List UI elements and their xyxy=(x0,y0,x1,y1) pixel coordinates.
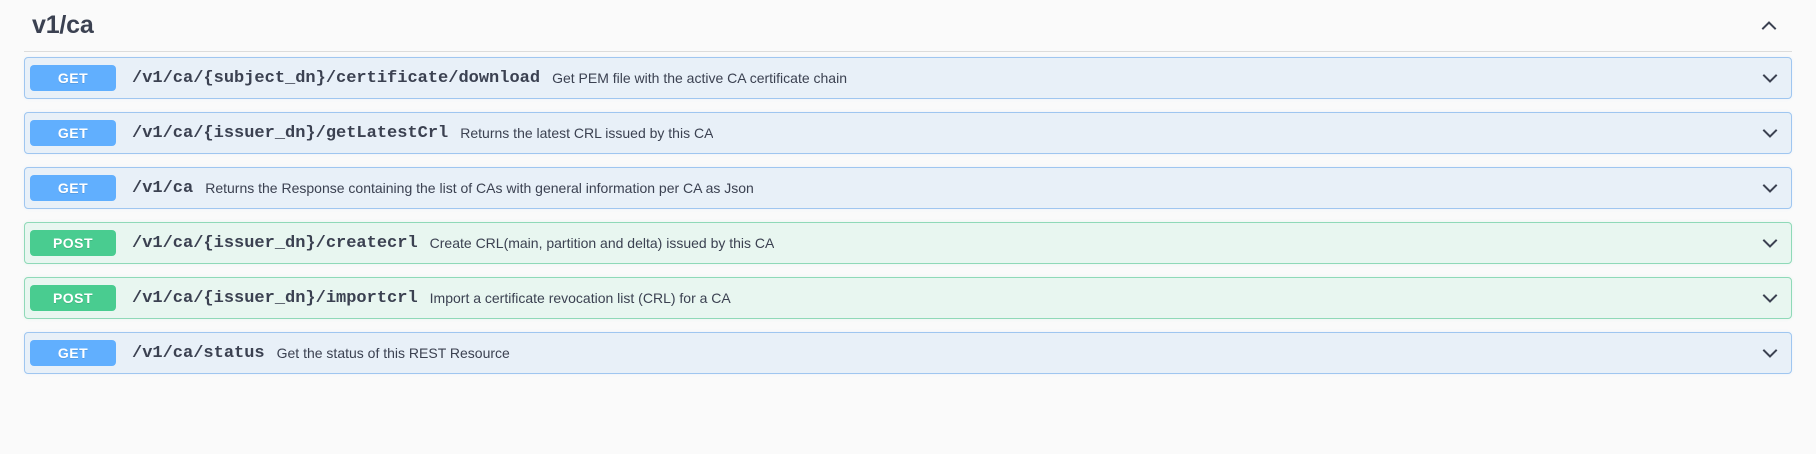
chevron-down-icon[interactable] xyxy=(1759,177,1781,199)
operation-description: Get PEM file with the active CA certific… xyxy=(552,70,847,86)
method-badge: POST xyxy=(30,285,116,311)
operation-row-get-5[interactable]: GET /v1/ca/status Get the status of this… xyxy=(24,332,1792,374)
operation-row-get-0[interactable]: GET /v1/ca/{subject_dn}/certificate/down… xyxy=(24,57,1792,99)
operation-description: Returns the latest CRL issued by this CA xyxy=(460,125,714,141)
operation-path: /v1/ca/{issuer_dn}/createcrl xyxy=(132,233,418,253)
operation-path: /v1/ca/{issuer_dn}/getLatestCrl xyxy=(132,123,449,143)
operation-description: Returns the Response containing the list… xyxy=(205,180,754,196)
operation-path: /v1/ca xyxy=(132,178,194,198)
operation-description: Create CRL(main, partition and delta) is… xyxy=(429,235,775,251)
operation-path: /v1/ca/{subject_dn}/certificate/download xyxy=(132,68,541,88)
chevron-down-icon[interactable] xyxy=(1759,232,1781,254)
operation-path: /v1/ca/status xyxy=(132,343,265,363)
operation-description: Get the status of this REST Resource xyxy=(276,345,510,361)
operation-description: Import a certificate revocation list (CR… xyxy=(429,290,731,306)
chevron-down-icon[interactable] xyxy=(1759,67,1781,89)
chevron-up-icon[interactable] xyxy=(1756,13,1782,39)
page-title: v1/ca xyxy=(32,11,94,39)
method-badge: POST xyxy=(30,230,116,256)
method-badge: GET xyxy=(30,175,116,201)
method-badge: GET xyxy=(30,120,116,146)
operation-row-get-2[interactable]: GET /v1/ca Returns the Response containi… xyxy=(24,167,1792,209)
method-badge: GET xyxy=(30,340,116,366)
operation-list: GET /v1/ca/{subject_dn}/certificate/down… xyxy=(24,52,1792,374)
operation-path: /v1/ca/{issuer_dn}/importcrl xyxy=(132,288,418,308)
operation-row-post-4[interactable]: POST /v1/ca/{issuer_dn}/importcrl Import… xyxy=(24,277,1792,319)
chevron-down-icon[interactable] xyxy=(1759,342,1781,364)
chevron-down-icon[interactable] xyxy=(1759,122,1781,144)
method-badge: GET xyxy=(30,65,116,91)
operation-row-get-1[interactable]: GET /v1/ca/{issuer_dn}/getLatestCrl Retu… xyxy=(24,112,1792,154)
operation-row-post-3[interactable]: POST /v1/ca/{issuer_dn}/createcrl Create… xyxy=(24,222,1792,264)
chevron-down-icon[interactable] xyxy=(1759,287,1781,309)
tag-section-header-v1-ca[interactable]: v1/ca xyxy=(24,0,1792,52)
